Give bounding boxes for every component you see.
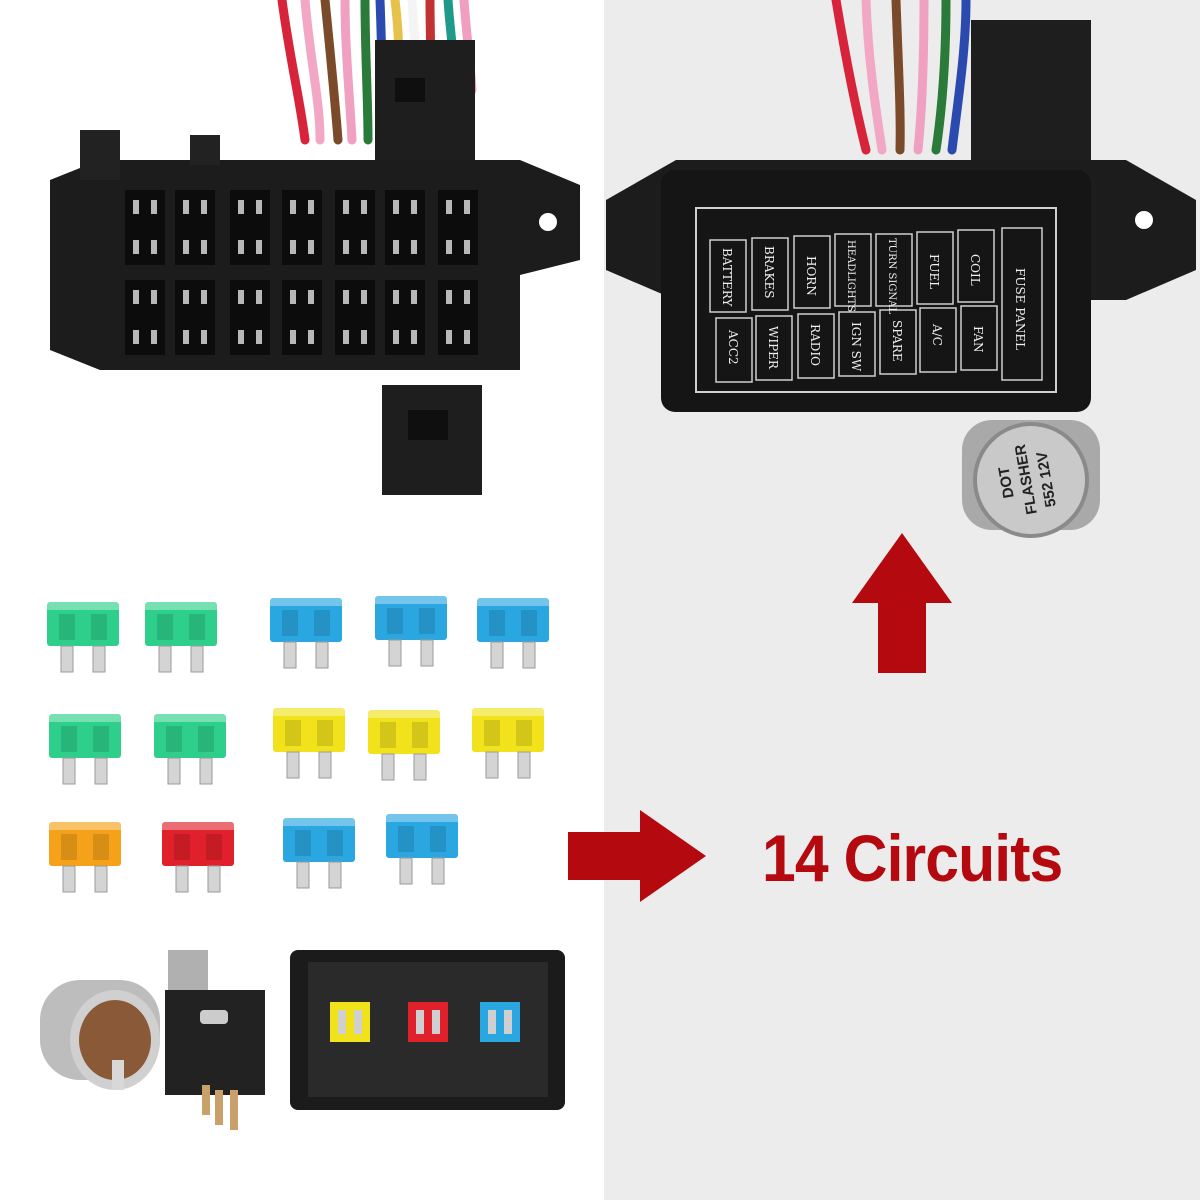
label-battery: BATTERY (720, 248, 734, 307)
open-fuse-block-photo (50, 0, 580, 495)
relay (165, 950, 265, 1130)
label-coil: COIL (968, 254, 982, 286)
label-spare: SPARE (890, 320, 904, 362)
arrow-up-icon (852, 533, 952, 673)
flasher-text-dot: DOT (995, 465, 1017, 499)
label-ign-sw: IGN SW (849, 322, 863, 372)
label-headlights: HEADLIGHTS (845, 240, 856, 312)
label-radio: RADIO (808, 324, 822, 366)
label-fuel: FUEL (927, 254, 941, 289)
label-fuse-panel: FUSE PANEL (1013, 268, 1027, 350)
headline-14-circuits: 14 Circuits (762, 821, 1063, 895)
accessories-photo (40, 950, 565, 1130)
label-acc2: ACC2 (726, 329, 740, 365)
label-turn-signal: TURN SIGNAL (886, 238, 897, 314)
label-fan: FAN (971, 326, 985, 352)
flasher-can: DOT FLASHER 552 12V (962, 420, 1100, 538)
label-ac: A/C (930, 323, 944, 346)
round-flasher (40, 980, 160, 1090)
covered-fuse-panel-photo: BATTERY BRAKES HORN HEADLIGHTS TURN SIGN… (606, 0, 1196, 538)
label-wiper: WIPER (766, 326, 780, 370)
label-brakes: BRAKES (762, 246, 776, 298)
relay-fuse-box (290, 950, 565, 1110)
arrow-right-icon (568, 810, 706, 902)
label-horn: HORN (804, 256, 818, 296)
